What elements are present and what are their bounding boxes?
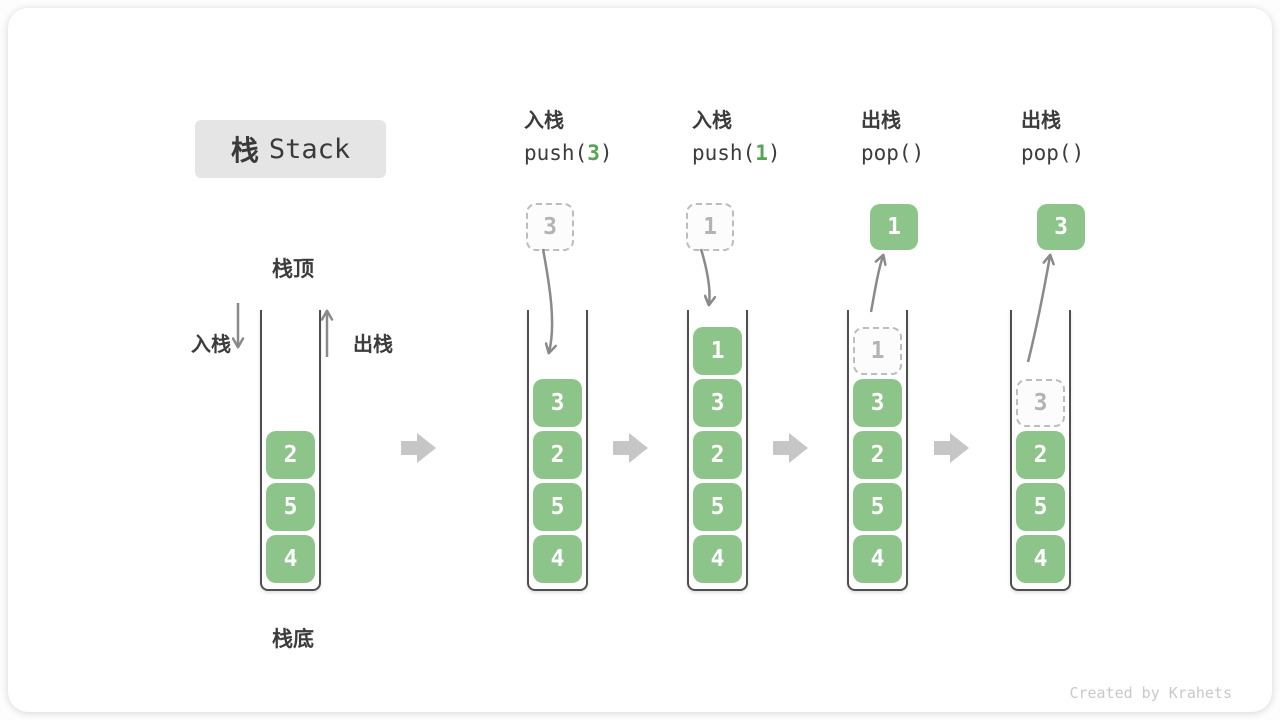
stack-item: 2 [266, 431, 315, 479]
operation-code: pop() [1021, 141, 1181, 165]
stack-item: 4 [853, 535, 902, 583]
stack-item: 5 [266, 483, 315, 531]
stack-item: 4 [266, 535, 315, 583]
operation-name: 出栈 [1021, 110, 1061, 132]
operation-header-pop-2: 出栈 pop() [1021, 108, 1181, 165]
operation-header-push3: 入栈 push(3) [524, 108, 684, 165]
stack-item: 4 [693, 535, 742, 583]
incoming-value-box: 1 [686, 203, 734, 251]
stack-item-ghost: 3 [1016, 379, 1065, 427]
code-close: ) [599, 141, 613, 165]
stack-state-initial: 2 5 4 [260, 310, 321, 591]
operation-code: pop() [861, 141, 1021, 165]
stack-item: 5 [693, 483, 742, 531]
operation-header-pop-1: 出栈 pop() [861, 108, 1021, 165]
code-open: pop( [1021, 141, 1072, 165]
code-open: pop( [861, 141, 912, 165]
stack-item: 2 [1016, 431, 1065, 479]
stack-item: 5 [853, 483, 902, 531]
title-box: 栈 Stack [195, 120, 386, 178]
stack-top-label: 栈顶 [272, 258, 314, 281]
code-arg: 1 [755, 141, 768, 165]
stack-item: 1 [693, 327, 742, 375]
operation-code: push(1) [692, 141, 852, 165]
title-label-zh: 栈 [230, 135, 259, 166]
operation-name: 出栈 [861, 110, 901, 132]
stack-item: 5 [1016, 483, 1065, 531]
popped-value-box: 3 [1037, 204, 1085, 250]
code-open: push( [692, 141, 756, 165]
stack-item: 5 [533, 483, 582, 531]
push-direction-label: 入栈 [191, 334, 231, 356]
title-label-en: Stack [268, 133, 351, 165]
stack-item: 2 [853, 431, 902, 479]
stack-bottom-label: 栈底 [272, 628, 314, 651]
operation-code: push(3) [524, 141, 684, 165]
stack-item: 4 [1016, 535, 1065, 583]
diagram-card: 栈 Stack 栈顶 栈底 入栈 出栈 入栈 push(3) 入栈 push(1… [8, 8, 1272, 712]
stack-item: 3 [533, 379, 582, 427]
code-arg: 3 [587, 141, 600, 165]
stack-item: 2 [533, 431, 582, 479]
popped-value-box: 1 [870, 204, 918, 250]
watermark: Created by Krahets [1069, 684, 1232, 702]
stack-state-after-push3: 3 2 5 4 [527, 310, 588, 591]
incoming-value-box: 3 [526, 203, 574, 251]
stack-item: 3 [693, 379, 742, 427]
stack-state-after-pop1: 1 3 2 5 4 [847, 310, 908, 591]
code-open: push( [524, 141, 588, 165]
stack-state-after-pop3: 3 2 5 4 [1010, 310, 1071, 591]
stack-item: 2 [693, 431, 742, 479]
stack-item: 4 [533, 535, 582, 583]
code-close: ) [1071, 141, 1085, 165]
stack-item: 3 [853, 379, 902, 427]
stack-item-ghost: 1 [853, 327, 902, 375]
code-close: ) [911, 141, 925, 165]
operation-name: 入栈 [692, 110, 732, 132]
stack-state-after-push1: 1 3 2 5 4 [687, 310, 748, 591]
operation-name: 入栈 [524, 110, 564, 132]
code-close: ) [767, 141, 781, 165]
pop-direction-label: 出栈 [353, 334, 393, 356]
operation-header-push1: 入栈 push(1) [692, 108, 852, 165]
